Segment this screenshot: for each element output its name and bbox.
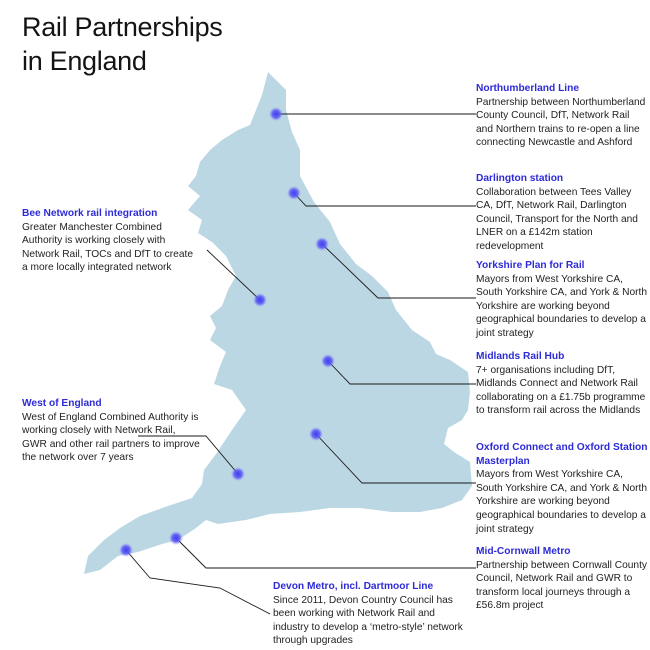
marker-yorkshire [315,237,329,251]
marker-mid-cornwall [169,531,183,545]
marker-midlands [321,354,335,368]
callout-west-england: West of England West of England Combined… [22,397,200,465]
callout-text: Partnership between Northumberland Count… [476,96,646,149]
page-title: Rail Partnerships in England [22,10,223,78]
callout-yorkshire: Yorkshire Plan for Rail Mayors from West… [476,259,648,341]
callout-text: Mayors from West Yorkshire CA, South Yor… [476,469,648,535]
marker-darlington [287,186,301,200]
leader-midlands [327,360,476,385]
callout-title: Yorkshire Plan for Rail [476,260,585,271]
callout-northumberland: Northumberland Line Partnership between … [476,82,648,150]
marker-west-england [231,467,245,481]
callout-text: West of England Combined Authority is wo… [22,411,200,464]
callout-text: Mayors from West Yorkshire CA, South Yor… [476,273,648,339]
callout-text: Greater Manchester Combined Authority is… [22,221,193,274]
callout-title: Darlington station [476,173,564,184]
marker-northumberland [269,107,283,121]
leader-yorkshire [321,243,476,299]
callout-title: Devon Metro, incl. Dartmoor Line [273,581,434,592]
callout-text: Collaboration between Tees Valley CA, Df… [476,186,638,252]
callout-text: Since 2011, Devon Country Council has be… [273,594,463,647]
marker-devon [119,543,133,557]
title-line-1: Rail Partnerships [22,12,223,42]
leader-darlington [293,192,476,207]
callout-title: Northumberland Line [476,83,580,94]
leader-bee-network [206,249,261,301]
england-landmass [84,72,472,574]
callout-oxford: Oxford Connect and Oxford Station Master… [476,441,648,536]
leader-oxford [315,433,476,484]
callout-title: Oxford Connect and Oxford Station Master… [476,442,648,467]
leader-lines [125,113,476,615]
callout-darlington: Darlington station Collaboration between… [476,172,648,254]
marker-oxford [309,427,323,441]
callout-devon: Devon Metro, incl. Dartmoor Line Since 2… [273,580,469,648]
title-line-2: in England [22,46,147,76]
callout-title: West of England [22,398,102,409]
callout-midlands: Midlands Rail Hub 7+ organisations inclu… [476,350,648,418]
callout-title: Mid-Cornwall Metro [476,546,571,557]
callout-text: 7+ organisations including DfT, Midlands… [476,364,646,417]
leader-mid-cornwall [175,537,476,569]
callout-bee-network: Bee Network rail integration Greater Man… [22,207,197,275]
callout-text: Partnership between Cornwall County Coun… [476,559,648,612]
callout-mid-cornwall: Mid-Cornwall Metro Partnership between C… [476,545,648,613]
callout-title: Bee Network rail integration [22,208,158,219]
leader-west-england [138,435,239,475]
markers [119,107,335,557]
callout-title: Midlands Rail Hub [476,351,565,362]
leader-devon [125,549,271,615]
marker-bee-network [253,293,267,307]
